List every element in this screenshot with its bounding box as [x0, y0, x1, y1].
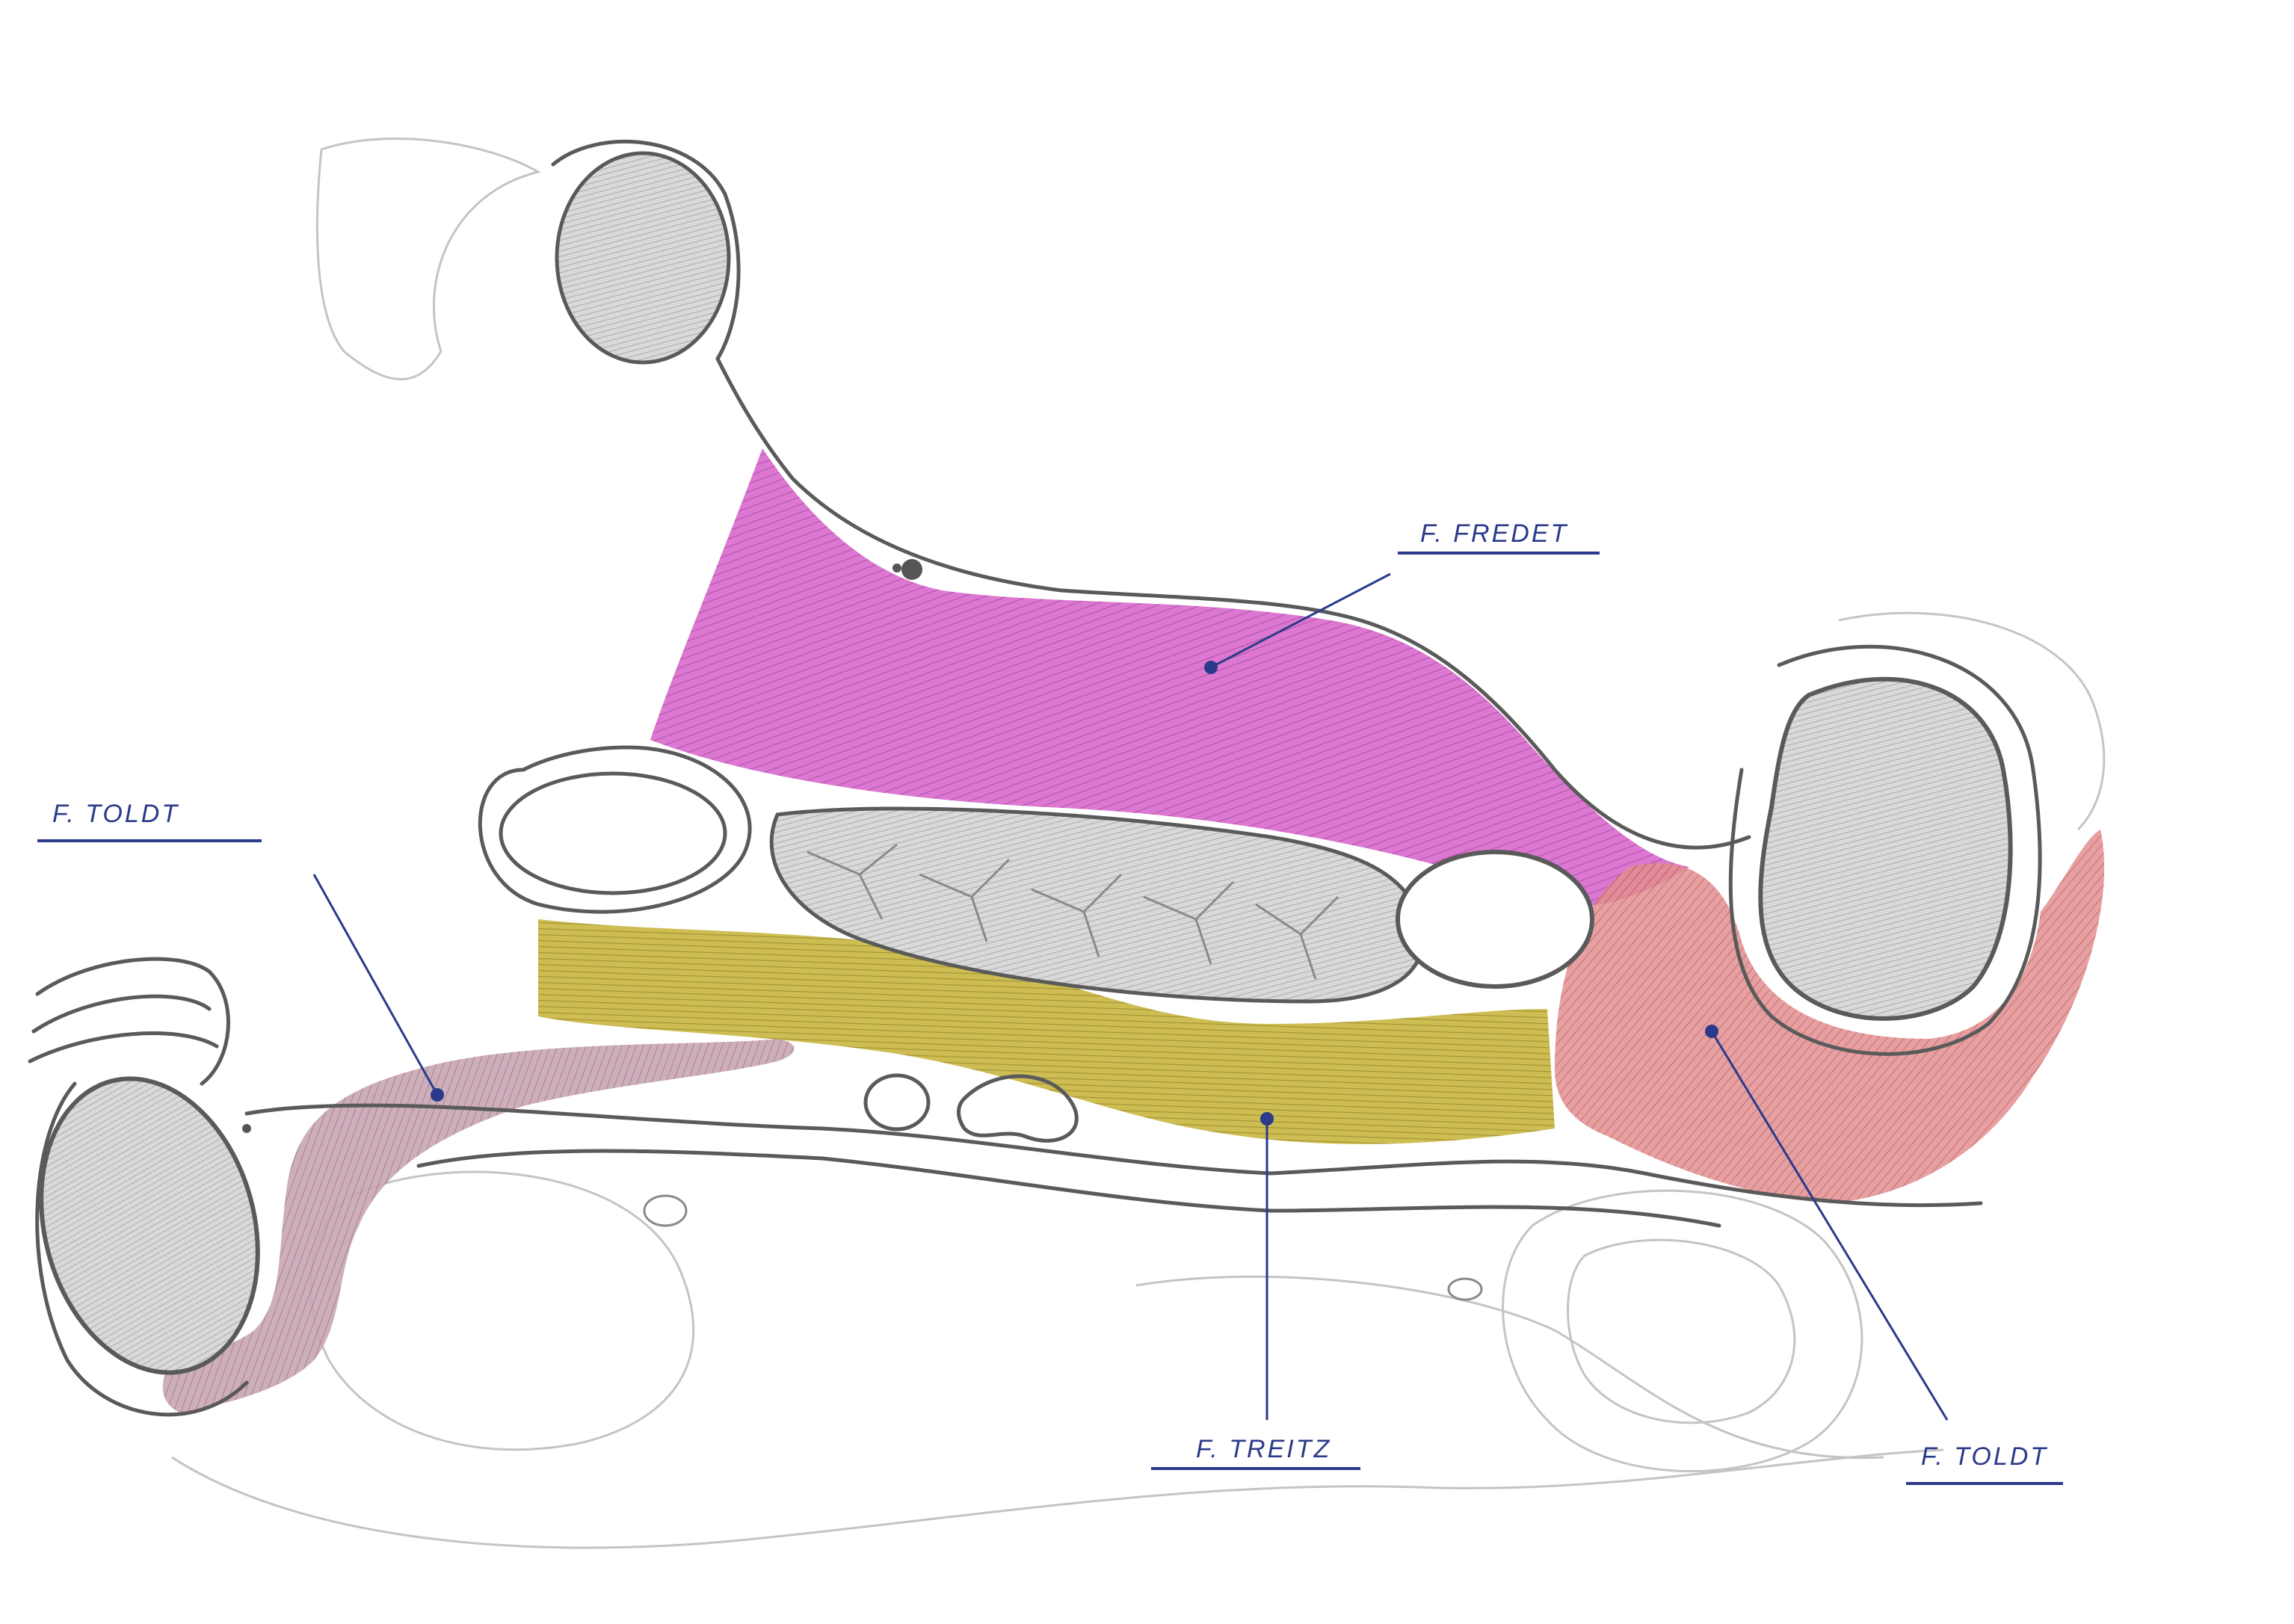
annotations: F. FREDET F. TOLDT F. TREITZ F. TOLDT	[37, 519, 2063, 1485]
leader-dot-icon	[1204, 661, 1218, 674]
mesh-organ	[769, 806, 1425, 1004]
leader-toldt-left	[312, 874, 439, 1096]
left-colon-stack-1	[35, 957, 230, 1086]
top-bowel-lumen	[555, 151, 731, 365]
spine-outline	[1135, 1275, 1884, 1460]
fascia-toldt-right-region	[1555, 830, 2105, 1203]
top-bowel-outer	[551, 139, 1751, 850]
mesh-crack-pattern	[807, 843, 1339, 980]
leader-dot-icon-treitz	[1260, 1112, 1274, 1126]
small-vessel-a	[643, 1194, 688, 1227]
kidney-left-outline	[309, 1170, 695, 1451]
central-loop-outer	[478, 745, 752, 914]
left-colon-stack-2	[31, 994, 212, 1034]
leader-toldt-right	[1710, 1031, 1949, 1421]
small-vessel-icon-3	[242, 1124, 251, 1133]
leader-dot-icon-toldt-right	[1705, 1025, 1718, 1038]
label-toldt-left: F. TOLDT	[52, 800, 179, 828]
lower-body-outline	[171, 1448, 1944, 1549]
posterior-line	[244, 1103, 1983, 1208]
small-vessel-icon	[901, 559, 922, 580]
central-loop-lumen	[499, 771, 727, 895]
left-colon-outer	[35, 1081, 249, 1417]
right-organ-shadow	[1838, 611, 2106, 831]
label-fredet: F. FREDET	[1420, 519, 1568, 548]
top-bowel-neighbor	[315, 138, 541, 380]
left-colon-stack-3	[28, 1031, 219, 1063]
kidney-right-inner	[1567, 1238, 1796, 1424]
kidney-right-outline	[1502, 1189, 1863, 1473]
vessel-bean	[957, 1074, 1079, 1143]
fascia-toldt-left-region	[162, 1039, 795, 1412]
fascia-treitz-region	[538, 919, 1555, 1144]
label-toldt-right: F. TOLDT	[1921, 1442, 2048, 1471]
posterior-line-2	[416, 1149, 1721, 1228]
mesh-end-lumen	[1396, 850, 1594, 989]
small-vessel-b	[1447, 1277, 1483, 1301]
left-colon-lumen	[39, 1076, 260, 1375]
vessel-round	[863, 1073, 931, 1131]
leader-dot-icon-toldt-left	[431, 1088, 444, 1102]
right-organ-outer	[1728, 644, 2042, 1056]
right-organ	[1758, 676, 2013, 1021]
small-vessel-icon-2	[892, 564, 901, 572]
leader-fredet	[1210, 572, 1391, 669]
label-treitz: F. TREITZ	[1196, 1435, 1331, 1463]
anatomy-outlines	[28, 138, 2106, 1417]
fascia-fredet-region	[650, 448, 1689, 907]
background-organs	[171, 1170, 1944, 1549]
